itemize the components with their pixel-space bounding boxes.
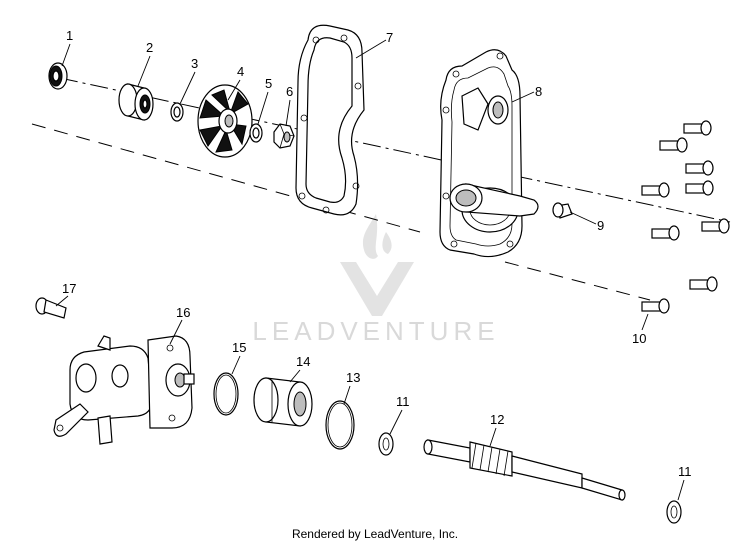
leadventure-logo-icon [340,214,414,316]
watermark-text: LEADVENTURE [252,316,499,346]
part-17-bolt [35,297,67,319]
part-11-washer-lower [666,500,682,524]
part-13-o-ring [325,400,355,450]
part-12-pump-shaft [423,439,626,501]
part-7-gasket [295,24,365,216]
callout-17: 17 [62,281,76,296]
upper-axis-line [59,77,731,223]
callout-11-lower: 11 [678,464,692,479]
part-16-oil-pump [53,335,195,445]
callout-14: 14 [296,354,310,369]
part-1-seal [48,62,68,90]
callout-numbers: 1 2 3 4 5 6 7 8 9 10 11 11 12 13 14 15 1… [62,28,692,479]
callout-9: 9 [597,218,604,233]
part-6-nut [273,123,295,149]
callout-12: 12 [490,412,504,427]
lower-guide-line-right [504,261,651,301]
part-2-bearing [118,83,154,121]
alignment-lines [31,77,731,301]
callout-2: 2 [146,40,153,55]
callout-1: 1 [66,28,73,43]
part-14-oil-filter [253,377,313,427]
part-10-bolts [641,120,730,314]
part-5-washer [249,123,263,143]
lower-guide-line-left [31,123,421,233]
part-4-impeller [197,84,253,158]
callout-15: 15 [232,340,246,355]
callout-3: 3 [191,56,198,71]
part-11-washer-upper [378,432,394,456]
callout-10: 10 [632,331,646,346]
callout-5: 5 [265,76,272,91]
callout-4: 4 [237,64,244,79]
callout-6: 6 [286,84,293,99]
part-9-plug [552,202,573,219]
part-8-pump-cover [439,49,539,258]
leadventure-watermark: LEADVENTURE [252,214,499,346]
callout-8: 8 [535,84,542,99]
callout-16: 16 [176,305,190,320]
footer-credit: Rendered by LeadVenture, Inc. [291,527,459,541]
part-3-washer [170,102,184,122]
callout-11-upper: 11 [396,394,410,409]
callout-13: 13 [346,370,360,385]
callout-leaders [55,39,685,501]
callout-7: 7 [386,30,393,45]
part-15-o-ring [213,372,239,416]
